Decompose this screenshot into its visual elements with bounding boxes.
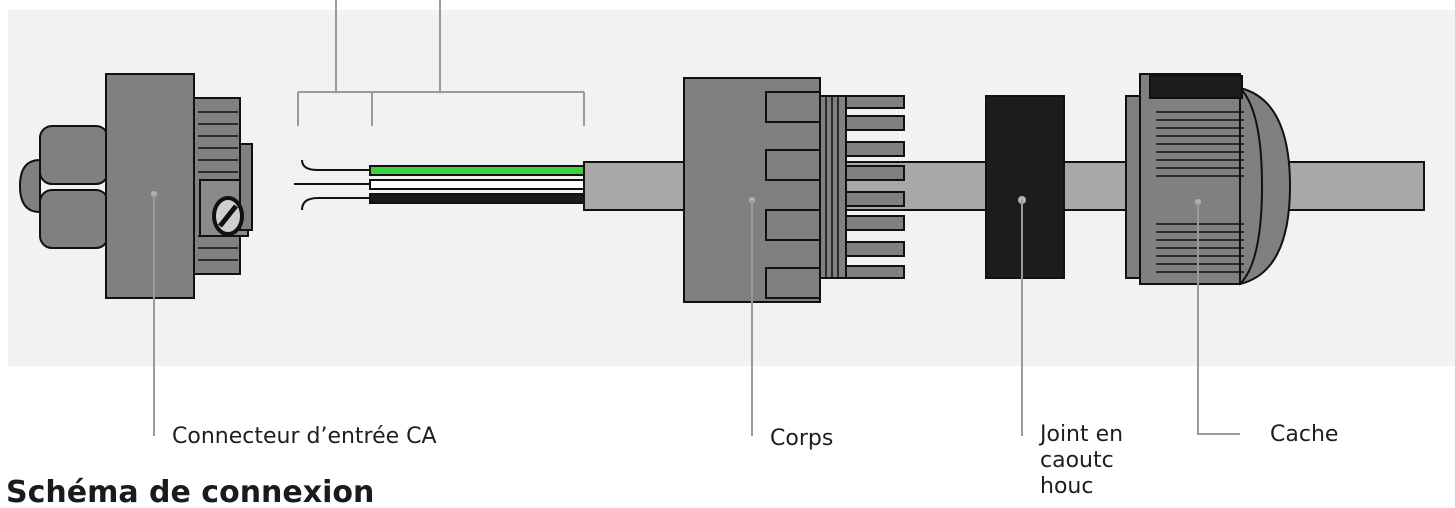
wire-group-bracket: [297, 0, 585, 126]
label-cap: Cache: [1270, 422, 1339, 447]
wire-white: [369, 179, 585, 190]
stripped-wires: [294, 159, 585, 211]
label-ac-input-connector: Connecteur d’entrée CA: [172, 424, 437, 449]
wire-green: [369, 165, 585, 176]
label-body: Corps: [770, 426, 834, 451]
wire-black: [369, 193, 585, 204]
rubber-seal-part: [985, 95, 1065, 279]
label-rubber-seal: Joint en caoutc houc: [1040, 422, 1124, 499]
body-part: [683, 77, 905, 303]
section-heading: Schéma de connexion: [6, 475, 375, 508]
ac-input-connector-part: [18, 73, 253, 299]
cap-part: [1125, 73, 1292, 286]
cap-ribs: [1156, 111, 1244, 273]
leader-line-cap: [1197, 202, 1240, 435]
leader-lines: [153, 194, 1240, 436]
